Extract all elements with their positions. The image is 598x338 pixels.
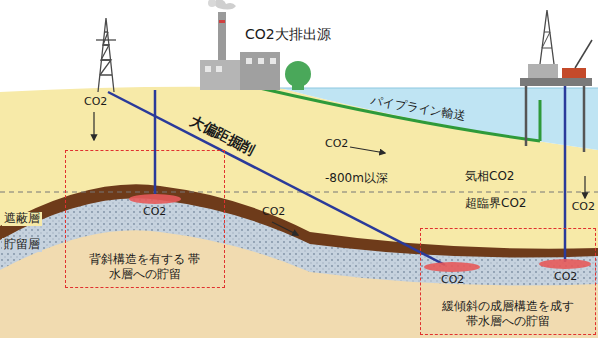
cap-rock [0,184,598,338]
annotation-label: 貯留層 [2,238,42,252]
annotation-label: CO2 [572,201,595,214]
reservoir-layer [0,198,598,338]
annotation-label: CO2 [143,206,166,219]
storage-region-box: 背斜構造を有する 帯水層への貯留 [65,150,225,288]
annotation-label: CO2 [262,206,285,219]
annotation-label: CO2 [554,271,577,284]
pipeline [255,87,540,141]
pipeline-riser [539,100,542,141]
annotation-label: 遮蔽層 [2,212,42,226]
injection-rig [96,18,116,92]
region-caption: 背斜構造を有する 帯水層への貯留 [89,252,201,282]
annotation-label: CO2 [84,96,107,109]
land [0,87,598,338]
offshore-platform [520,10,592,152]
sea [255,88,598,150]
annotation-label: 気相CO2 [465,170,514,184]
flow-arrows [94,112,585,235]
factory [200,0,311,90]
annotation-label: CO2 [441,274,464,287]
wells [108,86,565,265]
sea-surface [255,88,598,89]
depth-line [0,192,598,193]
region-caption: 緩傾斜の成層構造を成す 帯水層への貯留 [438,299,578,329]
annotation-label: CO2大排出源 [245,26,331,42]
annotation-label: CO2 [325,138,348,151]
annotation-label: 超臨界CO2 [465,197,526,211]
base-layer [0,230,598,338]
annotation-label: -800m以深 [325,172,388,186]
